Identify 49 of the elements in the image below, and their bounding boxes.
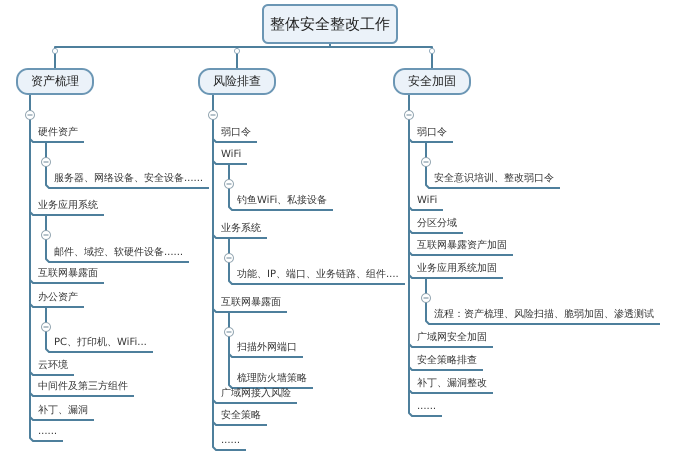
underlined-topic: 弱口令	[219, 126, 257, 143]
branch-topic-box: 风险排查	[198, 68, 276, 95]
branch-topic-box: 安全加固	[393, 68, 471, 95]
underlined-topic: 互联网暴露面	[219, 296, 287, 313]
underlined-topic: 梳理防火墙策略	[235, 372, 313, 389]
connector-line	[228, 238, 235, 285]
underlined-topic: 安全意识培训、整改弱口令	[432, 172, 560, 189]
underlined-topic: WiFi	[219, 148, 248, 165]
connector-line	[45, 307, 52, 353]
root-topic-box: 整体安全整改工作	[262, 4, 398, 44]
underlined-topic: 业务应用系统	[36, 199, 104, 216]
underlined-topic: 安全策略排查	[415, 354, 483, 371]
underlined-topic: 互联网暴露资产加固	[415, 239, 513, 256]
underlined-topic: 服务器、网络设备、安全设备......	[52, 172, 210, 189]
underlined-topic: 云环境	[36, 359, 74, 376]
underlined-topic: 邮件、域控、软硬件设备......	[52, 246, 190, 263]
underlined-topic: 补丁、漏洞	[36, 404, 94, 421]
underlined-topic: ......	[36, 425, 64, 442]
connector-line	[425, 142, 432, 189]
underlined-topic: 弱口令	[415, 126, 453, 143]
underlined-topic: 业务应用系统加固	[415, 262, 503, 279]
underlined-topic: 安全策略	[219, 409, 267, 426]
underlined-topic: PC、打印机、WiFi...	[52, 336, 153, 353]
branch-topic-box: 资产梳理	[16, 68, 94, 95]
connector-line	[228, 311, 236, 389]
underlined-topic: 互联网暴露面	[36, 267, 104, 284]
underlined-topic: 硬件资产	[36, 126, 84, 143]
underlined-topic: ......	[415, 400, 442, 417]
underlined-topic: 钓鱼WiFi、私接设备	[235, 194, 334, 211]
underlined-topic: 分区分域	[415, 217, 463, 234]
connector-line	[212, 94, 220, 451]
underlined-topic: 业务系统	[219, 222, 267, 239]
underlined-topic: 扫描外网端口	[235, 341, 303, 358]
connector-line	[45, 215, 52, 263]
underlined-topic: 办公资产	[36, 291, 84, 308]
underlined-topic: 广域网接入风险	[219, 387, 297, 404]
underlined-topic: 广域网安全加固	[415, 331, 493, 348]
connector-line	[228, 164, 235, 211]
connector-line	[425, 278, 432, 325]
connector-line	[45, 142, 52, 189]
underlined-topic: 功能、IP、端口、业务链路、组件....	[235, 268, 405, 285]
connector-line	[408, 94, 416, 417]
underlined-topic: WiFi	[415, 194, 444, 211]
underlined-topic: ......	[219, 434, 246, 451]
underlined-topic: 流程：资产梳理、风险扫描、脆弱加固、渗透测试	[432, 308, 660, 325]
connector-line	[29, 94, 37, 442]
connector-line	[54, 43, 433, 69]
underlined-topic: 中间件及第三方组件	[36, 380, 134, 397]
underlined-topic: 补丁、漏洞整改	[415, 377, 493, 394]
